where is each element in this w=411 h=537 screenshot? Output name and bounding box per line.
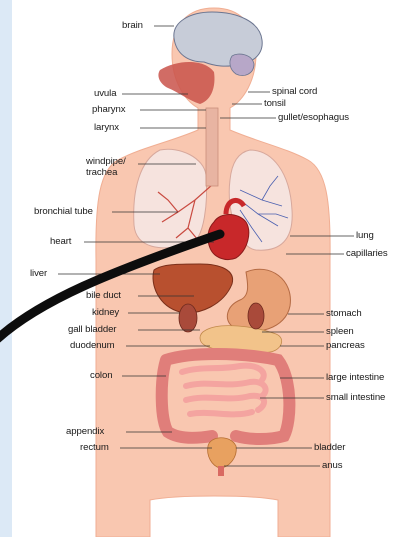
trachea [206, 108, 218, 186]
label-windpipe-line1: windpipe/ [86, 156, 126, 167]
label-spleen: spleen [326, 326, 354, 337]
right-kidney [248, 303, 264, 329]
label-pharynx: pharynx [92, 104, 125, 115]
cerebellum [230, 54, 254, 75]
label-kidney: kidney [92, 307, 119, 318]
nasal-cavity [158, 62, 214, 104]
label-pancreas: pancreas [326, 340, 365, 351]
label-anus: anus [322, 460, 342, 471]
label-gall-bladder: gall bladder [68, 324, 116, 335]
label-liver: liver [30, 268, 47, 279]
label-brain: brain [122, 20, 143, 31]
label-appendix: appendix [66, 426, 104, 437]
label-capillaries: capillaries [346, 248, 388, 259]
label-colon: colon [90, 370, 112, 381]
label-bladder: bladder [314, 442, 345, 453]
rectum [218, 466, 224, 476]
label-heart: heart [50, 236, 71, 247]
left-kidney [179, 304, 197, 332]
label-larynx: larynx [94, 122, 119, 133]
label-spinal-cord: spinal cord [272, 86, 317, 97]
label-bronchial-tube: bronchial tube [34, 206, 93, 217]
label-uvula: uvula [94, 88, 116, 99]
label-large-intestine: large intestine [326, 372, 384, 383]
label-small-intestine: small intestine [326, 392, 385, 403]
label-windpipe-line2: trachea [86, 167, 117, 178]
label-tonsil: tonsil [264, 98, 286, 109]
label-stomach: stomach [326, 308, 362, 319]
label-duodenum: duodenum [70, 340, 115, 351]
label-gullet: gullet/esophagus [278, 112, 349, 123]
label-bile-duct: bile duct [86, 290, 121, 301]
label-lung: lung [356, 230, 374, 241]
label-rectum: rectum [80, 442, 109, 453]
